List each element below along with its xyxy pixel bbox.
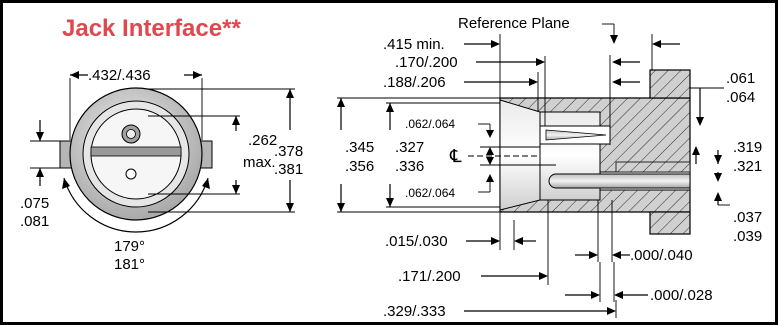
rear-flange-bottom [649, 211, 691, 235]
dim-415: .415 min. [383, 36, 445, 53]
dim-188-206: .188/.206 [383, 74, 446, 91]
dim-345: .345 [345, 139, 374, 156]
dim-angle: 179° [114, 238, 145, 255]
dim-062-top: .062/.064 [405, 117, 455, 131]
upper-pin-tip [126, 129, 136, 139]
dim-pin-height: .262 [248, 132, 277, 149]
dim-064: .064 [726, 89, 755, 106]
dim-overall-height: .378 [274, 143, 303, 160]
dim-356: .356 [345, 158, 374, 175]
dim-039: .039 [733, 228, 762, 245]
angle-arc [63, 177, 209, 233]
upper-socket-contact [545, 129, 607, 141]
dim-319: .319 [733, 139, 762, 156]
dim-037: .037 [733, 209, 762, 226]
front-view: .432/.436 .262 max. .378 .381 .075 .081 … [20, 67, 303, 273]
dim-015-030: .015/.030 [385, 233, 448, 250]
dim-pin-height-max: max. [243, 154, 276, 171]
dim-321: .321 [733, 158, 762, 175]
dim-062-bottom: .062/.064 [405, 186, 455, 200]
dim-000-040: .000/.040 [630, 247, 693, 264]
dim-327: .327 [395, 139, 424, 156]
dim-angle-2: 181° [114, 256, 145, 273]
rear-flange-top [649, 69, 691, 99]
side-section-view: Reference Plane .415 min. .170/.200 .188… [337, 15, 762, 320]
lower-pin [548, 173, 691, 189]
centerline-symbol: ℄ [449, 146, 462, 166]
dim-170-200: .170/.200 [395, 54, 458, 71]
dim-329-333: .329/.333 [383, 303, 446, 320]
dim-000-028: .000/.028 [650, 287, 713, 304]
dim-tab-thickness-2: .081 [20, 213, 49, 230]
entry-bore [499, 99, 541, 211]
dim-061: .061 [726, 70, 755, 87]
dim-front-width: .432/.436 [88, 67, 151, 84]
dim-171-200: .171/.200 [398, 268, 461, 285]
face-split [90, 146, 182, 157]
dim-tab-thickness: .075 [20, 195, 49, 212]
lower-pin-hole [125, 168, 137, 180]
reference-plane-label: Reference Plane [458, 15, 570, 32]
figure-title: Jack Interface** [62, 15, 241, 42]
dim-overall-height-2: .381 [274, 161, 303, 178]
dim-336: .336 [395, 158, 424, 175]
